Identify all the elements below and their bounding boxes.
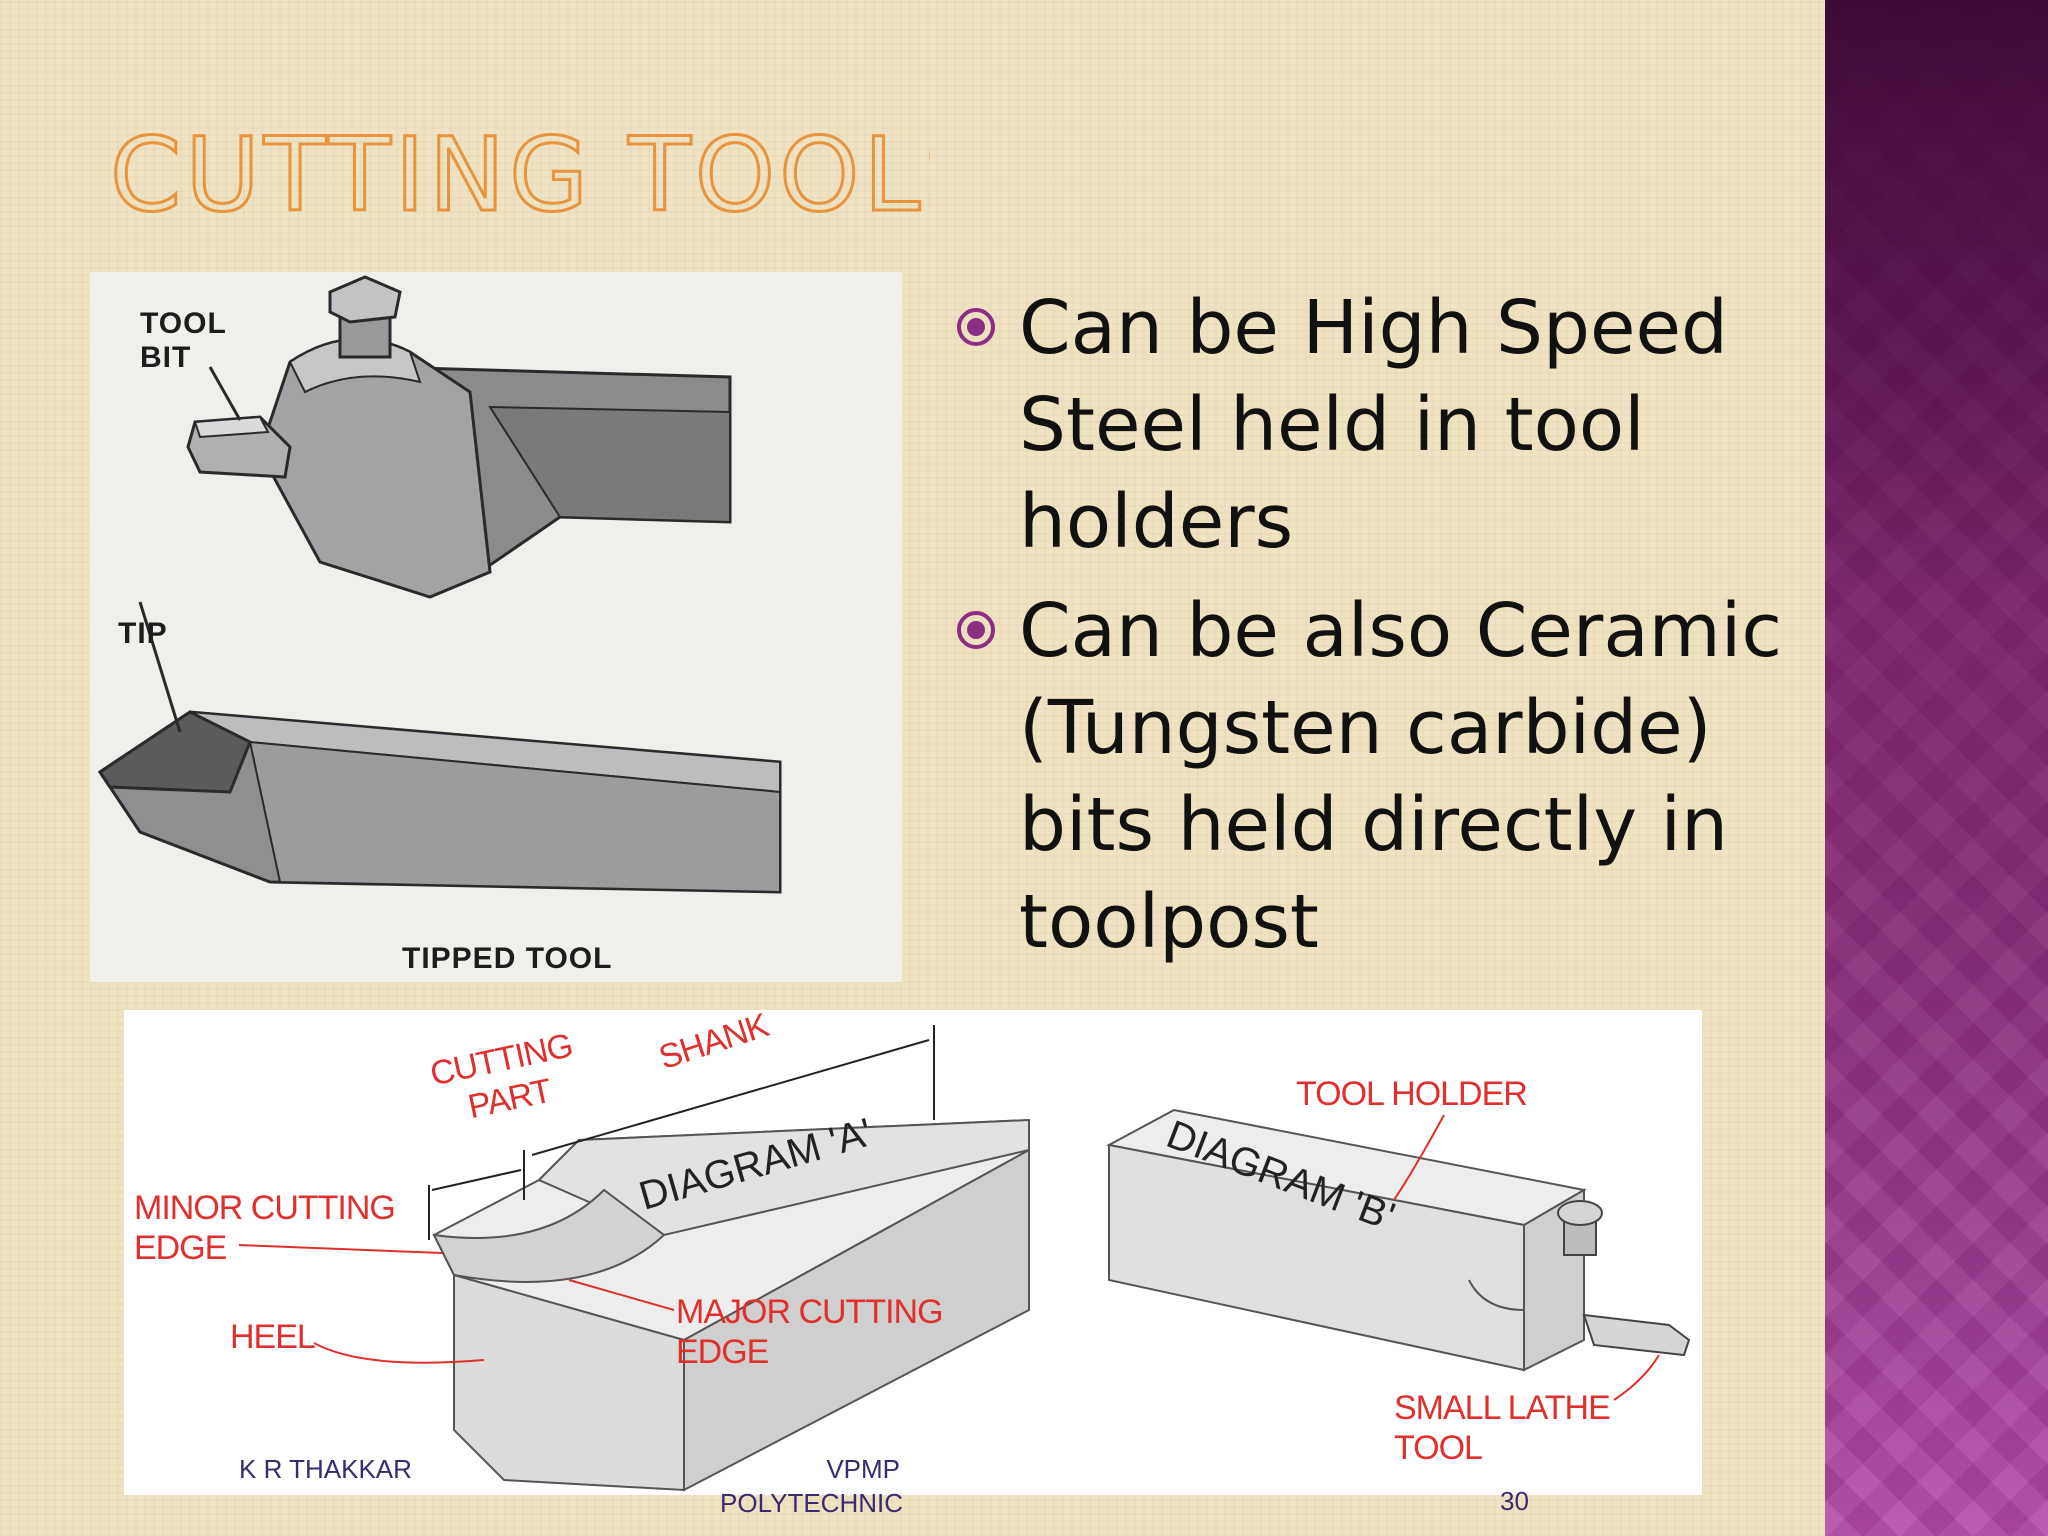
- label-major-cutting-edge: MAJOR CUTTING EDGE: [676, 1293, 944, 1371]
- bullet-list: Can be High Speed Steel held in tool hol…: [955, 280, 1805, 983]
- label-tipped-tool: TIPPED TOOL: [402, 942, 613, 975]
- tool-parts-diagram: DIAGRAM 'A' DIAGRAM 'B' CUTTING PART SHA…: [124, 1006, 1702, 1495]
- slide-title-text: CUTTING TOOLS: [110, 116, 930, 230]
- slide-title: CUTTING TOOLS: [110, 115, 930, 230]
- label-minor-cutting-edge: MINOR CUTTING EDGE: [134, 1189, 396, 1267]
- decorative-side-panel: [1825, 0, 2048, 1536]
- bullet-text: Can be also Ceramic (Tungsten carbide) b…: [1019, 588, 1783, 965]
- label-heel: HEEL: [230, 1318, 316, 1356]
- footer-author: K R THAKKAR: [239, 1454, 412, 1484]
- label-tool-holder: TOOL HOLDER: [1296, 1075, 1528, 1113]
- tool-bit-illustration: TOOL BIT TIP TIPPED TOOL: [90, 272, 902, 982]
- bullet-item: Can be also Ceramic (Tungsten carbide) b…: [955, 583, 1805, 971]
- label-tool-bit: TOOL BIT: [140, 307, 227, 374]
- bullet-item: Can be High Speed Steel held in tool hol…: [955, 280, 1805, 571]
- footer-page-number: 30: [1500, 1486, 1529, 1516]
- bullet-text: Can be High Speed Steel held in tool hol…: [1019, 285, 1729, 565]
- circled-dot-icon: [957, 611, 995, 649]
- footer-organization: VPMP POLYTECHNIC: [720, 1454, 903, 1518]
- label-tip: TIP: [118, 617, 168, 650]
- circled-dot-icon: [957, 308, 995, 346]
- label-small-lathe-tool: SMALL LATHE TOOL: [1394, 1389, 1611, 1467]
